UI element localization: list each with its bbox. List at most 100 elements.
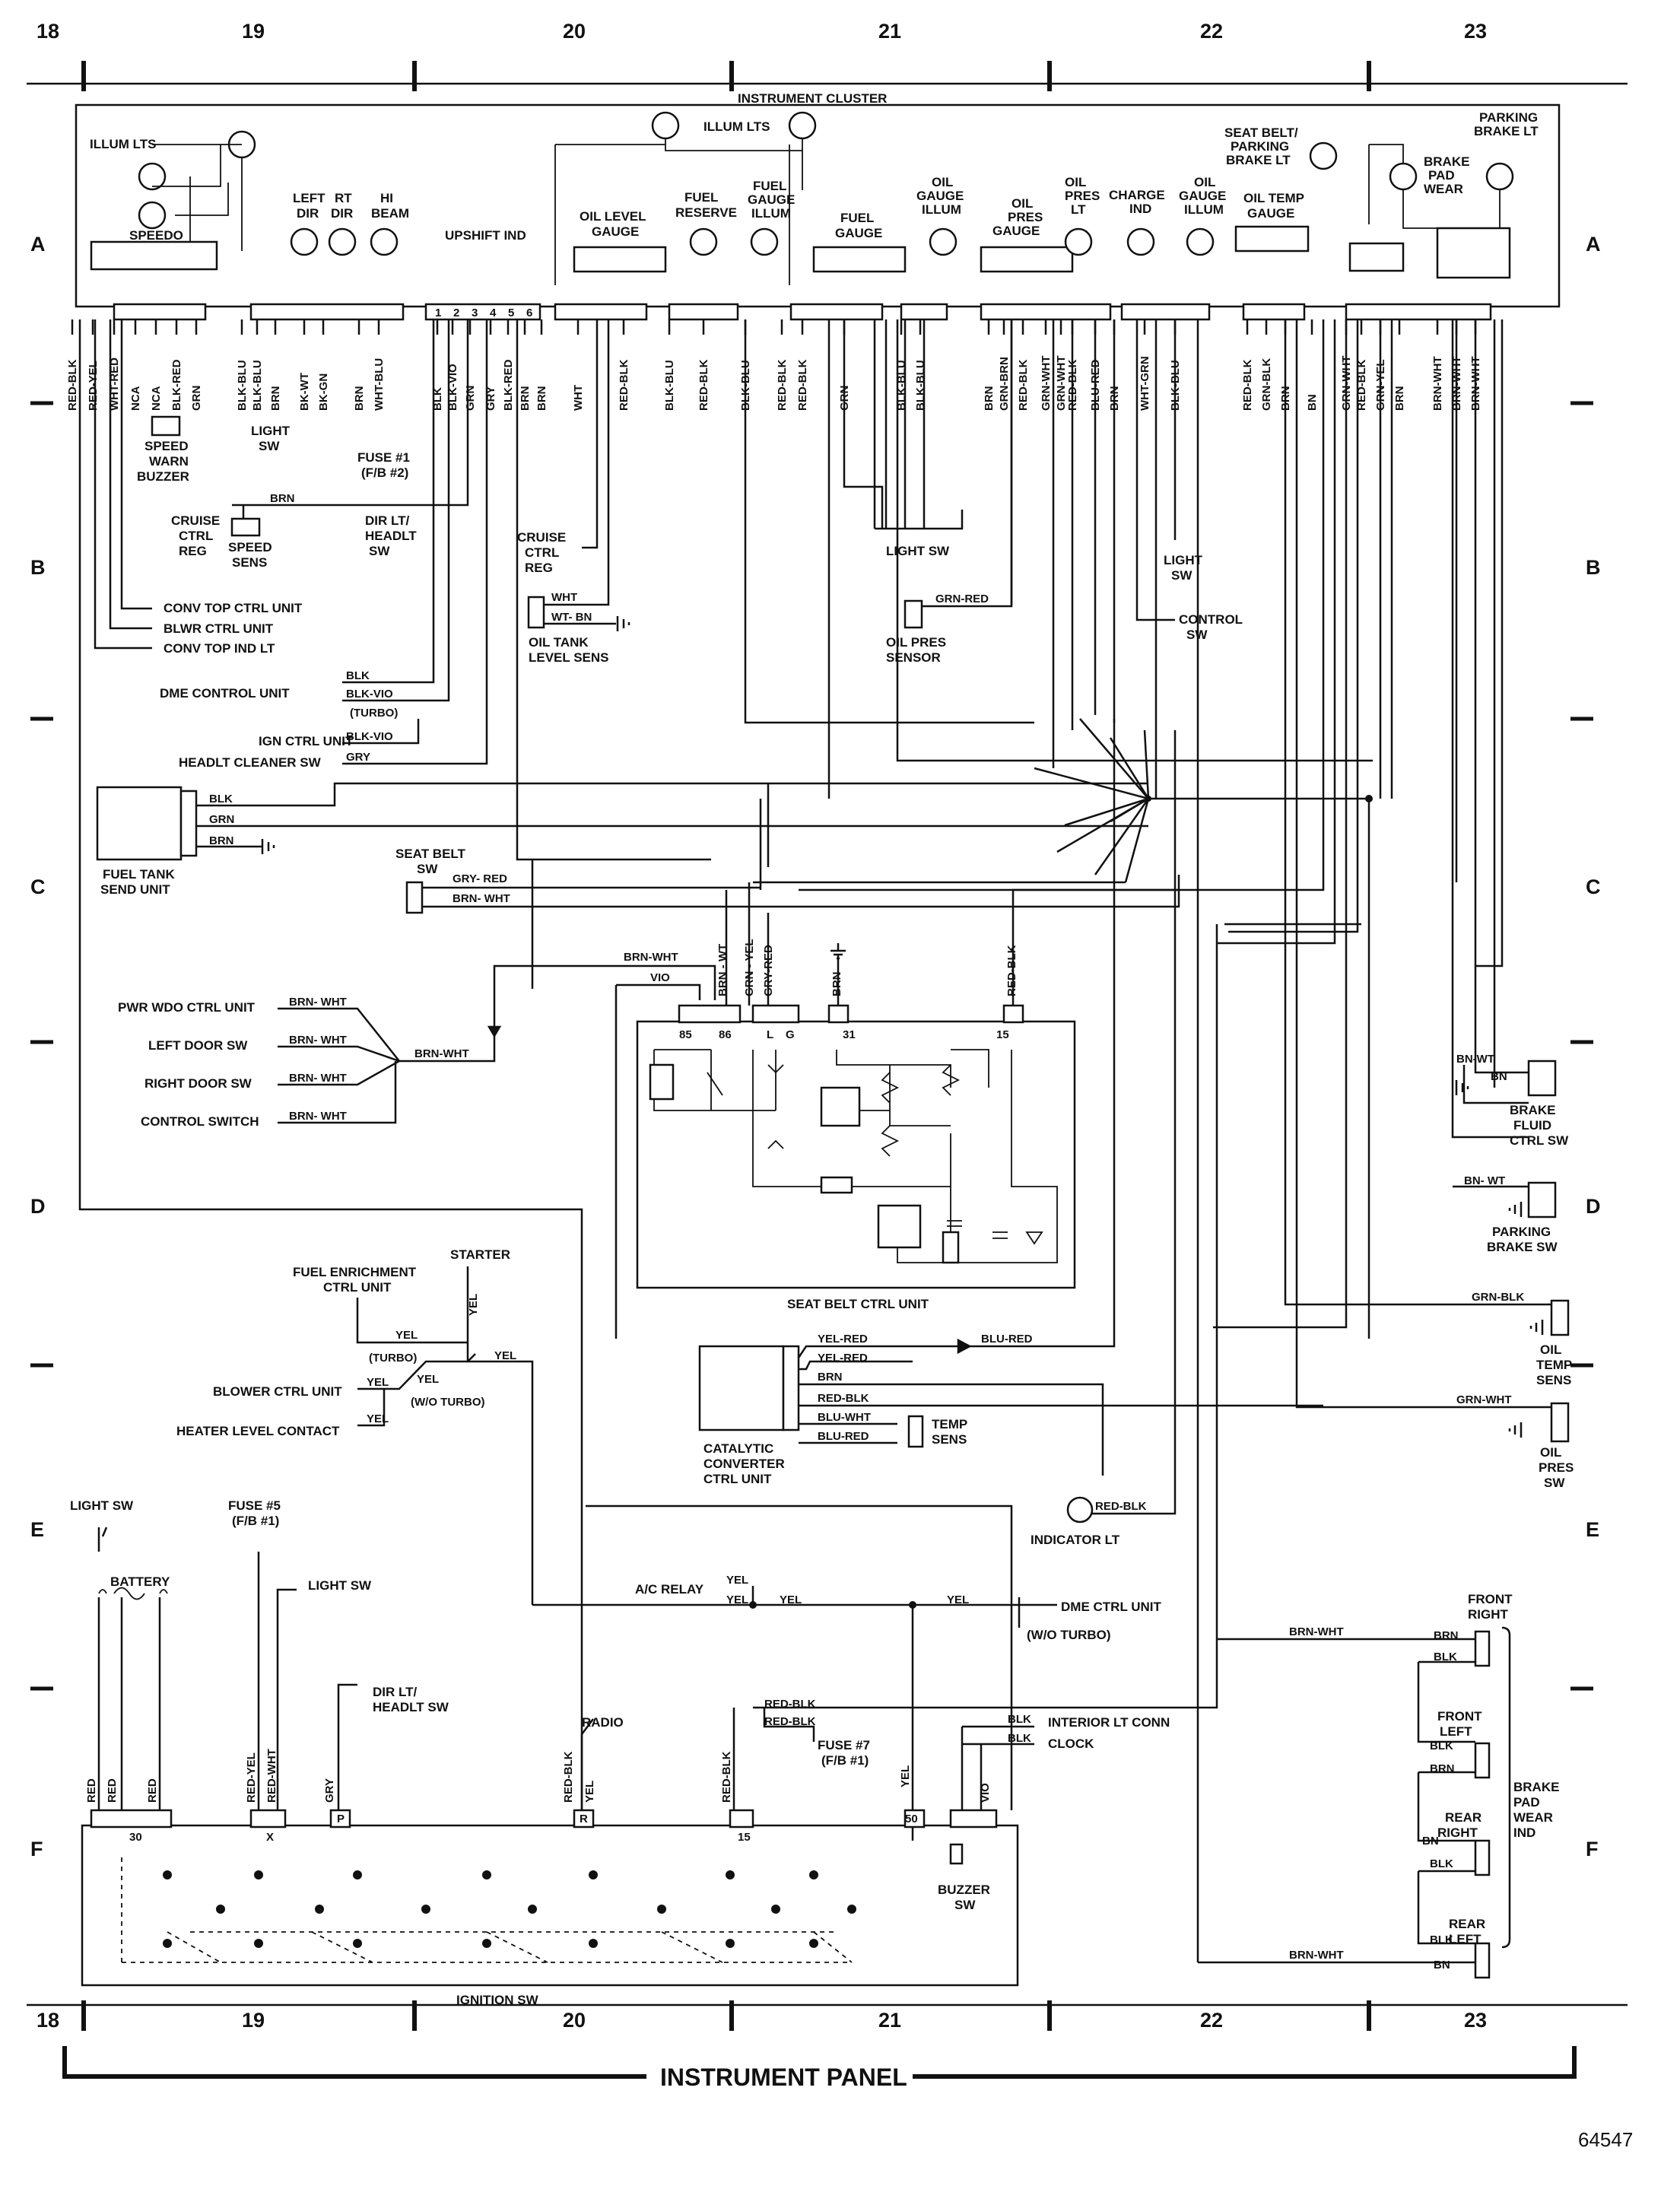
control-switch-label: CONTROL SWITCH (141, 1114, 259, 1129)
clock-label: CLOCK (1048, 1736, 1094, 1751)
row-label: A (30, 233, 46, 256)
svg-text:REAR: REAR (1449, 1917, 1485, 1931)
svg-text:15: 15 (738, 1831, 751, 1844)
row-label: F (1586, 1838, 1599, 1860)
row-label: F (30, 1838, 43, 1860)
svg-text:BLK-VIO: BLK-VIO (346, 730, 393, 743)
svg-text:BRAKE LT: BRAKE LT (1226, 153, 1291, 167)
brake-pad-wear-label: BRAKE (1424, 154, 1469, 169)
ign-ctrl-unit-label: IGN CTRL UNIT (259, 734, 354, 748)
blower-ctrl-unit-label: BLOWER CTRL UNIT (213, 1384, 342, 1399)
buzzer-sw-label: BUZZER (938, 1883, 990, 1897)
svg-text:YEL: YEL (947, 1593, 969, 1606)
oil-pres-lt-label: OIL (1065, 175, 1086, 189)
svg-text:GRN: GRN (209, 813, 234, 826)
wire-color-label: BLK-RED (502, 359, 515, 411)
svg-text:RED-WHT: RED-WHT (265, 1749, 278, 1803)
svg-text:RED-BLK: RED-BLK (720, 1751, 733, 1803)
svg-text:BLK: BLK (1434, 1651, 1457, 1663)
svg-text:P: P (337, 1813, 345, 1825)
wire-color-label: BK-GN (317, 373, 330, 411)
svg-text:SPEED: SPEED (144, 439, 189, 453)
svg-text:VIO: VIO (650, 971, 670, 984)
oil-pres-sw-label: OIL (1540, 1445, 1561, 1460)
oil-tank-level-sens-label: OIL TANK (529, 635, 589, 650)
row-label: C (30, 875, 46, 898)
light-sw-mid-label: LIGHT SW (886, 544, 950, 558)
parking-brake-lt-label: PARKING (1479, 110, 1538, 125)
svg-text:TEMP: TEMP (1536, 1358, 1572, 1372)
svg-text:RED-BLK: RED-BLK (818, 1392, 869, 1405)
fuel-enrichment-label: FUEL ENRICHMENT (293, 1265, 417, 1279)
svg-text:5: 5 (508, 307, 514, 319)
svg-text:REAR: REAR (1445, 1810, 1482, 1825)
fuse7-label: FUSE #7 (818, 1738, 870, 1752)
svg-text:CONVERTER: CONVERTER (703, 1457, 785, 1471)
svg-text:FLUID: FLUID (1513, 1118, 1551, 1133)
svg-text:LT: LT (1071, 202, 1086, 217)
seat-belt-section: SEAT BELT SW GRY- RED BRN- WHT PWR WDO C… (118, 847, 1180, 1339)
svg-text:GAUGE: GAUGE (592, 224, 639, 239)
svg-text:GRN-WHT: GRN-WHT (1456, 1393, 1511, 1406)
svg-text:SENS: SENS (932, 1432, 967, 1447)
svg-text:RIGHT: RIGHT (1437, 1825, 1478, 1840)
svg-text:YEL: YEL (726, 1593, 748, 1606)
ignition-contact (726, 1939, 735, 1948)
oil-temp-sens-label: OIL (1540, 1342, 1561, 1357)
svg-text:HEADLT SW: HEADLT SW (373, 1700, 449, 1714)
svg-text:SW: SW (417, 862, 438, 876)
svg-text:BRAKE LT: BRAKE LT (1474, 124, 1539, 138)
oil-pres-lamp-icon (1064, 227, 1093, 256)
bottom-grid: 18 19 20 21 22 23 INSTRUMENT PANEL 64547 (27, 2000, 1633, 2151)
headlt-cleaner-sw-label: HEADLT CLEANER SW (179, 755, 322, 770)
pwr-wdo-ctrl-unit-label: PWR WDO CTRL UNIT (118, 1000, 256, 1015)
svg-text:50: 50 (905, 1813, 918, 1825)
ac-relay-label: A/C RELAY (635, 1582, 704, 1597)
svg-text:RESERVE: RESERVE (675, 205, 737, 220)
row-label: E (1586, 1518, 1599, 1541)
column-label: 22 (1200, 2009, 1223, 2032)
svg-text:PRES: PRES (1065, 189, 1100, 203)
svg-text:REG: REG (179, 544, 207, 558)
brake-connector (1348, 242, 1405, 272)
svg-text:BRN: BRN (1434, 1629, 1459, 1642)
svg-text:PRES: PRES (1539, 1460, 1574, 1475)
speed-warn-buzzer-icon (151, 415, 181, 437)
wire-color-label: RED-BLK (1241, 359, 1254, 411)
svg-text:SW: SW (259, 439, 280, 453)
control-sw-label: CONTROL (1179, 612, 1243, 627)
fuel-gauge (812, 246, 907, 273)
svg-text:PAD: PAD (1428, 168, 1455, 183)
svg-text:BN- WT: BN- WT (1464, 1174, 1505, 1187)
instrument-cluster: INSTRUMENT CLUSTER ILLUM LTS SPEEDO LEFT… (75, 91, 1561, 321)
oil-tank-level-sens-icon (527, 596, 545, 629)
seat-belt-parking-label: SEAT BELT/ (1224, 126, 1298, 140)
ignition-contact (353, 1939, 362, 1948)
oil-pres-gauge-label: OIL (1011, 196, 1033, 211)
light-sw-right-label: LIGHT (1164, 553, 1203, 567)
column-label: 19 (242, 20, 265, 43)
top-grid: 18 19 20 21 22 23 (27, 20, 1628, 91)
svg-text:RED: RED (106, 1778, 119, 1803)
wire-color-label: RED-BLK (776, 359, 789, 411)
svg-text:BN: BN (1491, 1070, 1507, 1083)
wire-color-label: BLK-BLU (914, 360, 927, 411)
svg-text:SW: SW (1544, 1476, 1565, 1490)
svg-text:BLU-WHT: BLU-WHT (818, 1411, 871, 1424)
column-label: 20 (563, 20, 586, 43)
wire-color-label: RED-YEL (87, 361, 100, 411)
svg-text:GAUGE: GAUGE (1179, 189, 1226, 203)
wire-color-label: RED-BLK (1017, 359, 1030, 411)
ignition-contact (315, 1905, 324, 1914)
seat-belt-ctrl-unit: 85 86 L G 31 15 BRN - WT GRN - YEL GRY-R… (636, 882, 1179, 1311)
svg-text:BEAM: BEAM (371, 206, 409, 221)
column-label: 18 (37, 2009, 59, 2032)
left-dir-label: LEFT (293, 191, 326, 205)
speed-sens-icon (230, 517, 261, 537)
dir-lt-headlt-sw-lower-label: DIR LT/ (373, 1685, 418, 1699)
conv-top-ctrl-unit-label: CONV TOP CTRL UNIT (164, 601, 303, 615)
svg-text:YEL: YEL (726, 1574, 748, 1587)
svg-text:YEL: YEL (367, 1376, 389, 1389)
svg-text:(F/B #1): (F/B #1) (232, 1514, 279, 1528)
